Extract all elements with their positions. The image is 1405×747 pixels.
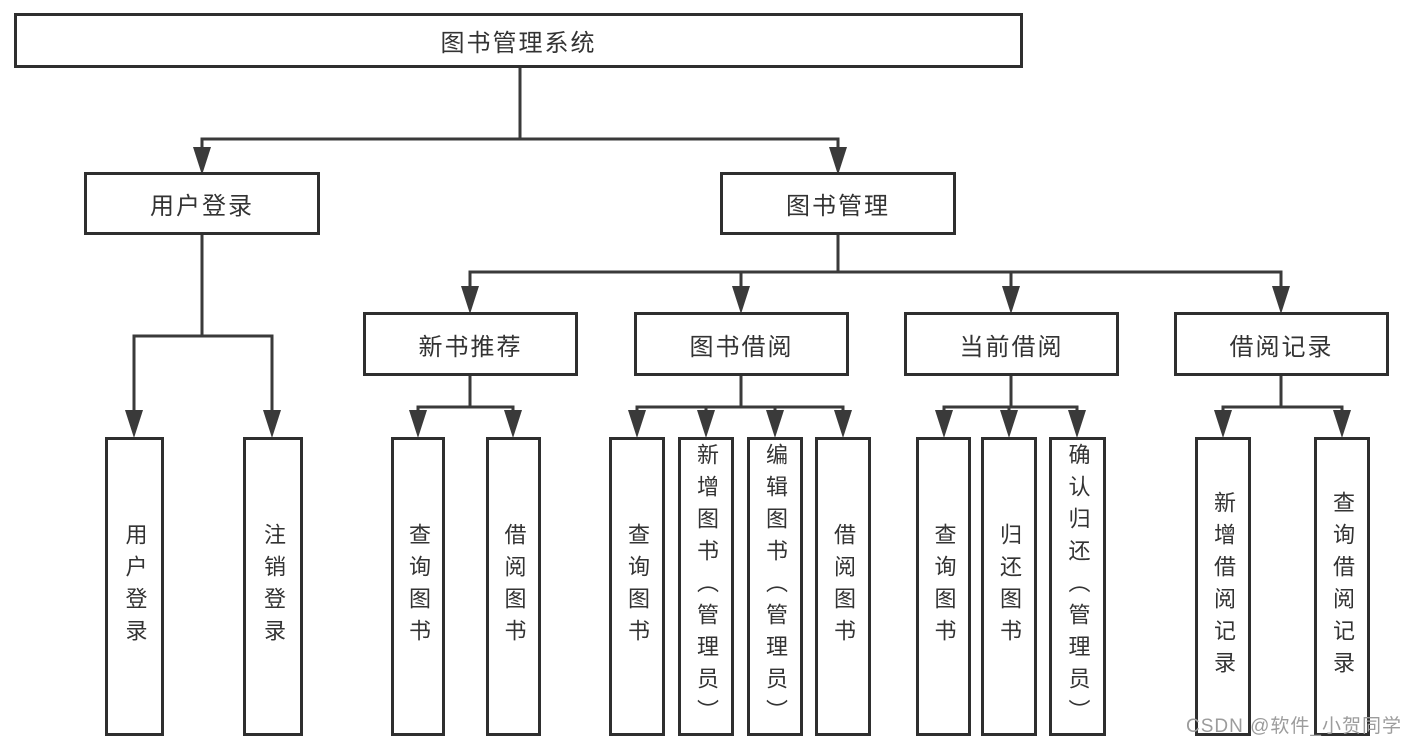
- arrowhead-icon: [935, 410, 953, 438]
- node-book-management: 图书管理: [720, 172, 956, 235]
- arrowhead-icon: [834, 410, 852, 438]
- node-label: 借阅记录: [1229, 333, 1334, 361]
- node-book-borrowing: 图书借阅: [634, 312, 849, 376]
- leaf-add-books-admin: 新增图书（管理员）: [678, 437, 734, 736]
- arrowhead-icon: [1333, 410, 1351, 438]
- leaf-query-books-recommend: 查询图书: [391, 437, 445, 736]
- watermark: CSDN @软件_小贺同学: [1186, 716, 1402, 737]
- leaf-logout: 注销登录: [243, 437, 303, 736]
- node-label: 图书管理: [786, 193, 890, 220]
- arrowhead-icon: [829, 147, 847, 175]
- leaf-borrow-books-recommend: 借阅图书: [486, 437, 541, 736]
- leaf-label: 查询图书: [931, 522, 957, 651]
- arrowhead-icon: [697, 410, 715, 438]
- arrowhead-icon: [1000, 410, 1018, 438]
- arrowhead-icon: [125, 410, 143, 438]
- leaf-query-books-current: 查询图书: [916, 437, 971, 736]
- node-current-borrowing: 当前借阅: [904, 312, 1119, 376]
- node-root: 图书管理系统: [14, 13, 1023, 68]
- leaf-label: 借阅图书: [831, 522, 856, 651]
- node-label: 图书借阅: [689, 333, 794, 361]
- arrowhead-icon: [732, 286, 750, 314]
- leaf-label: 用户登录: [122, 522, 148, 651]
- leaf-label: 借阅图书: [501, 522, 527, 651]
- leaf-label: 查询借阅记录: [1330, 490, 1355, 683]
- leaf-borrow-books-borrowing: 借阅图书: [815, 437, 871, 736]
- arrowhead-icon: [461, 286, 479, 314]
- arrowhead-icon: [766, 410, 784, 438]
- leaf-edit-books-admin: 编辑图书（管理员）: [747, 437, 803, 736]
- arrowhead-icon: [263, 410, 281, 438]
- leaf-label: 注销登录: [261, 522, 286, 651]
- node-root-label: 图书管理系统: [440, 30, 597, 57]
- leaf-label: 归还图书: [997, 522, 1022, 651]
- leaf-query-books-borrowing: 查询图书: [609, 437, 665, 736]
- node-new-book-recommend: 新书推荐: [363, 312, 578, 376]
- leaf-add-borrow-record: 新增借阅记录: [1195, 437, 1251, 736]
- leaf-user-login: 用户登录: [105, 437, 164, 736]
- arrowhead-icon: [504, 410, 522, 438]
- arrowhead-icon: [628, 410, 646, 438]
- leaf-label: 新增图书（管理员）: [694, 442, 719, 731]
- leaf-label: 编辑图书（管理员）: [763, 442, 788, 731]
- node-label: 用户登录: [150, 193, 254, 220]
- node-borrowing-records: 借阅记录: [1174, 312, 1389, 376]
- leaf-query-borrow-record: 查询借阅记录: [1314, 437, 1370, 736]
- arrowhead-icon: [1214, 410, 1232, 438]
- node-label: 当前借阅: [959, 333, 1064, 361]
- leaf-confirm-return-admin: 确认归还（管理员）: [1049, 437, 1106, 736]
- arrowhead-icon: [1068, 410, 1086, 438]
- arrowhead-icon: [1272, 286, 1290, 314]
- leaf-label: 查询图书: [625, 522, 650, 651]
- arrowhead-icon: [193, 147, 211, 175]
- arrowhead-icon: [1002, 286, 1020, 314]
- leaf-label: 新增借阅记录: [1211, 490, 1236, 683]
- node-user-login: 用户登录: [84, 172, 320, 235]
- node-label: 新书推荐: [418, 333, 523, 361]
- leaf-label: 查询图书: [406, 522, 431, 651]
- arrowhead-icon: [409, 410, 427, 438]
- leaf-return-books: 归还图书: [981, 437, 1037, 736]
- leaf-label: 确认归还（管理员）: [1065, 442, 1091, 731]
